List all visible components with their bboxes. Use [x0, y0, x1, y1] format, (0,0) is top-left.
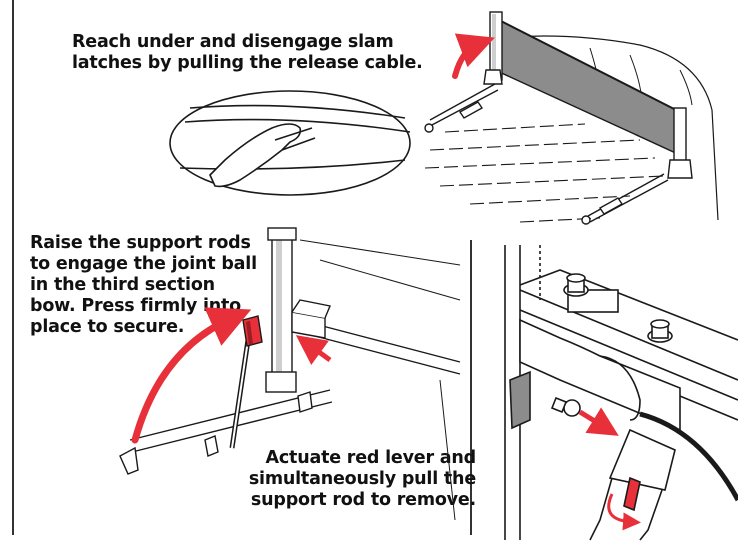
truck-bed-diagram — [424, 11, 719, 225]
step1-caption: Reach under and disengage slam latches b… — [72, 32, 423, 73]
right-divider — [470, 240, 472, 535]
left-divider — [12, 0, 14, 535]
twist-arrow-icon — [607, 493, 641, 531]
straight-arrow-icon — [295, 335, 332, 365]
straight-arrow-icon — [578, 407, 619, 436]
hand-detail-oval — [169, 90, 411, 196]
release-lever-diagram — [504, 245, 738, 541]
step3-caption: Actuate red lever and simultaneously pul… — [248, 448, 476, 510]
curved-arrow-icon — [452, 33, 495, 79]
step2-caption: Raise the support rods to engage the joi… — [30, 233, 257, 337]
curved-arrow-icon — [131, 307, 252, 444]
support-rod-diagram — [119, 227, 461, 521]
